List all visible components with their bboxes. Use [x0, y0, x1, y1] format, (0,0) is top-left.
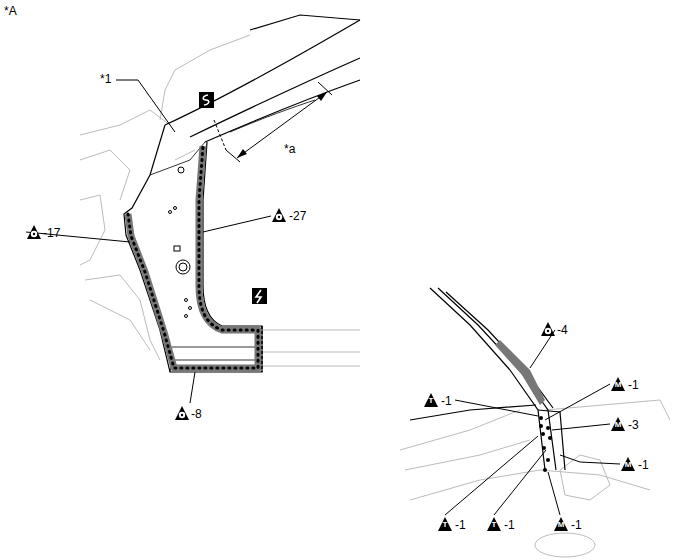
callout-label: -1	[638, 458, 649, 472]
symbol-letter: M	[611, 420, 625, 430]
callout-label: -17	[43, 226, 60, 240]
symbol-letter: M	[554, 520, 568, 530]
symbol-letter: M	[611, 380, 625, 390]
callout-label: *1	[100, 72, 111, 86]
callout-label: -1	[628, 378, 639, 392]
callout-label: -3	[628, 418, 639, 432]
callout-label: -8	[191, 407, 202, 421]
symbol-letter: T	[487, 520, 501, 530]
callout-label: -27	[289, 209, 306, 223]
callout-label: -4	[557, 323, 568, 337]
callout-label: -1	[441, 394, 452, 408]
callout-label: *A	[4, 4, 17, 18]
callout-label: -1	[504, 518, 515, 532]
symbol-letter: T	[424, 396, 438, 406]
callout-label: *a	[284, 142, 295, 156]
callout-label: -1	[455, 518, 466, 532]
symbol-letter: T	[438, 520, 452, 530]
callout-label: -1	[571, 518, 582, 532]
symbol-letter: M	[621, 460, 635, 470]
